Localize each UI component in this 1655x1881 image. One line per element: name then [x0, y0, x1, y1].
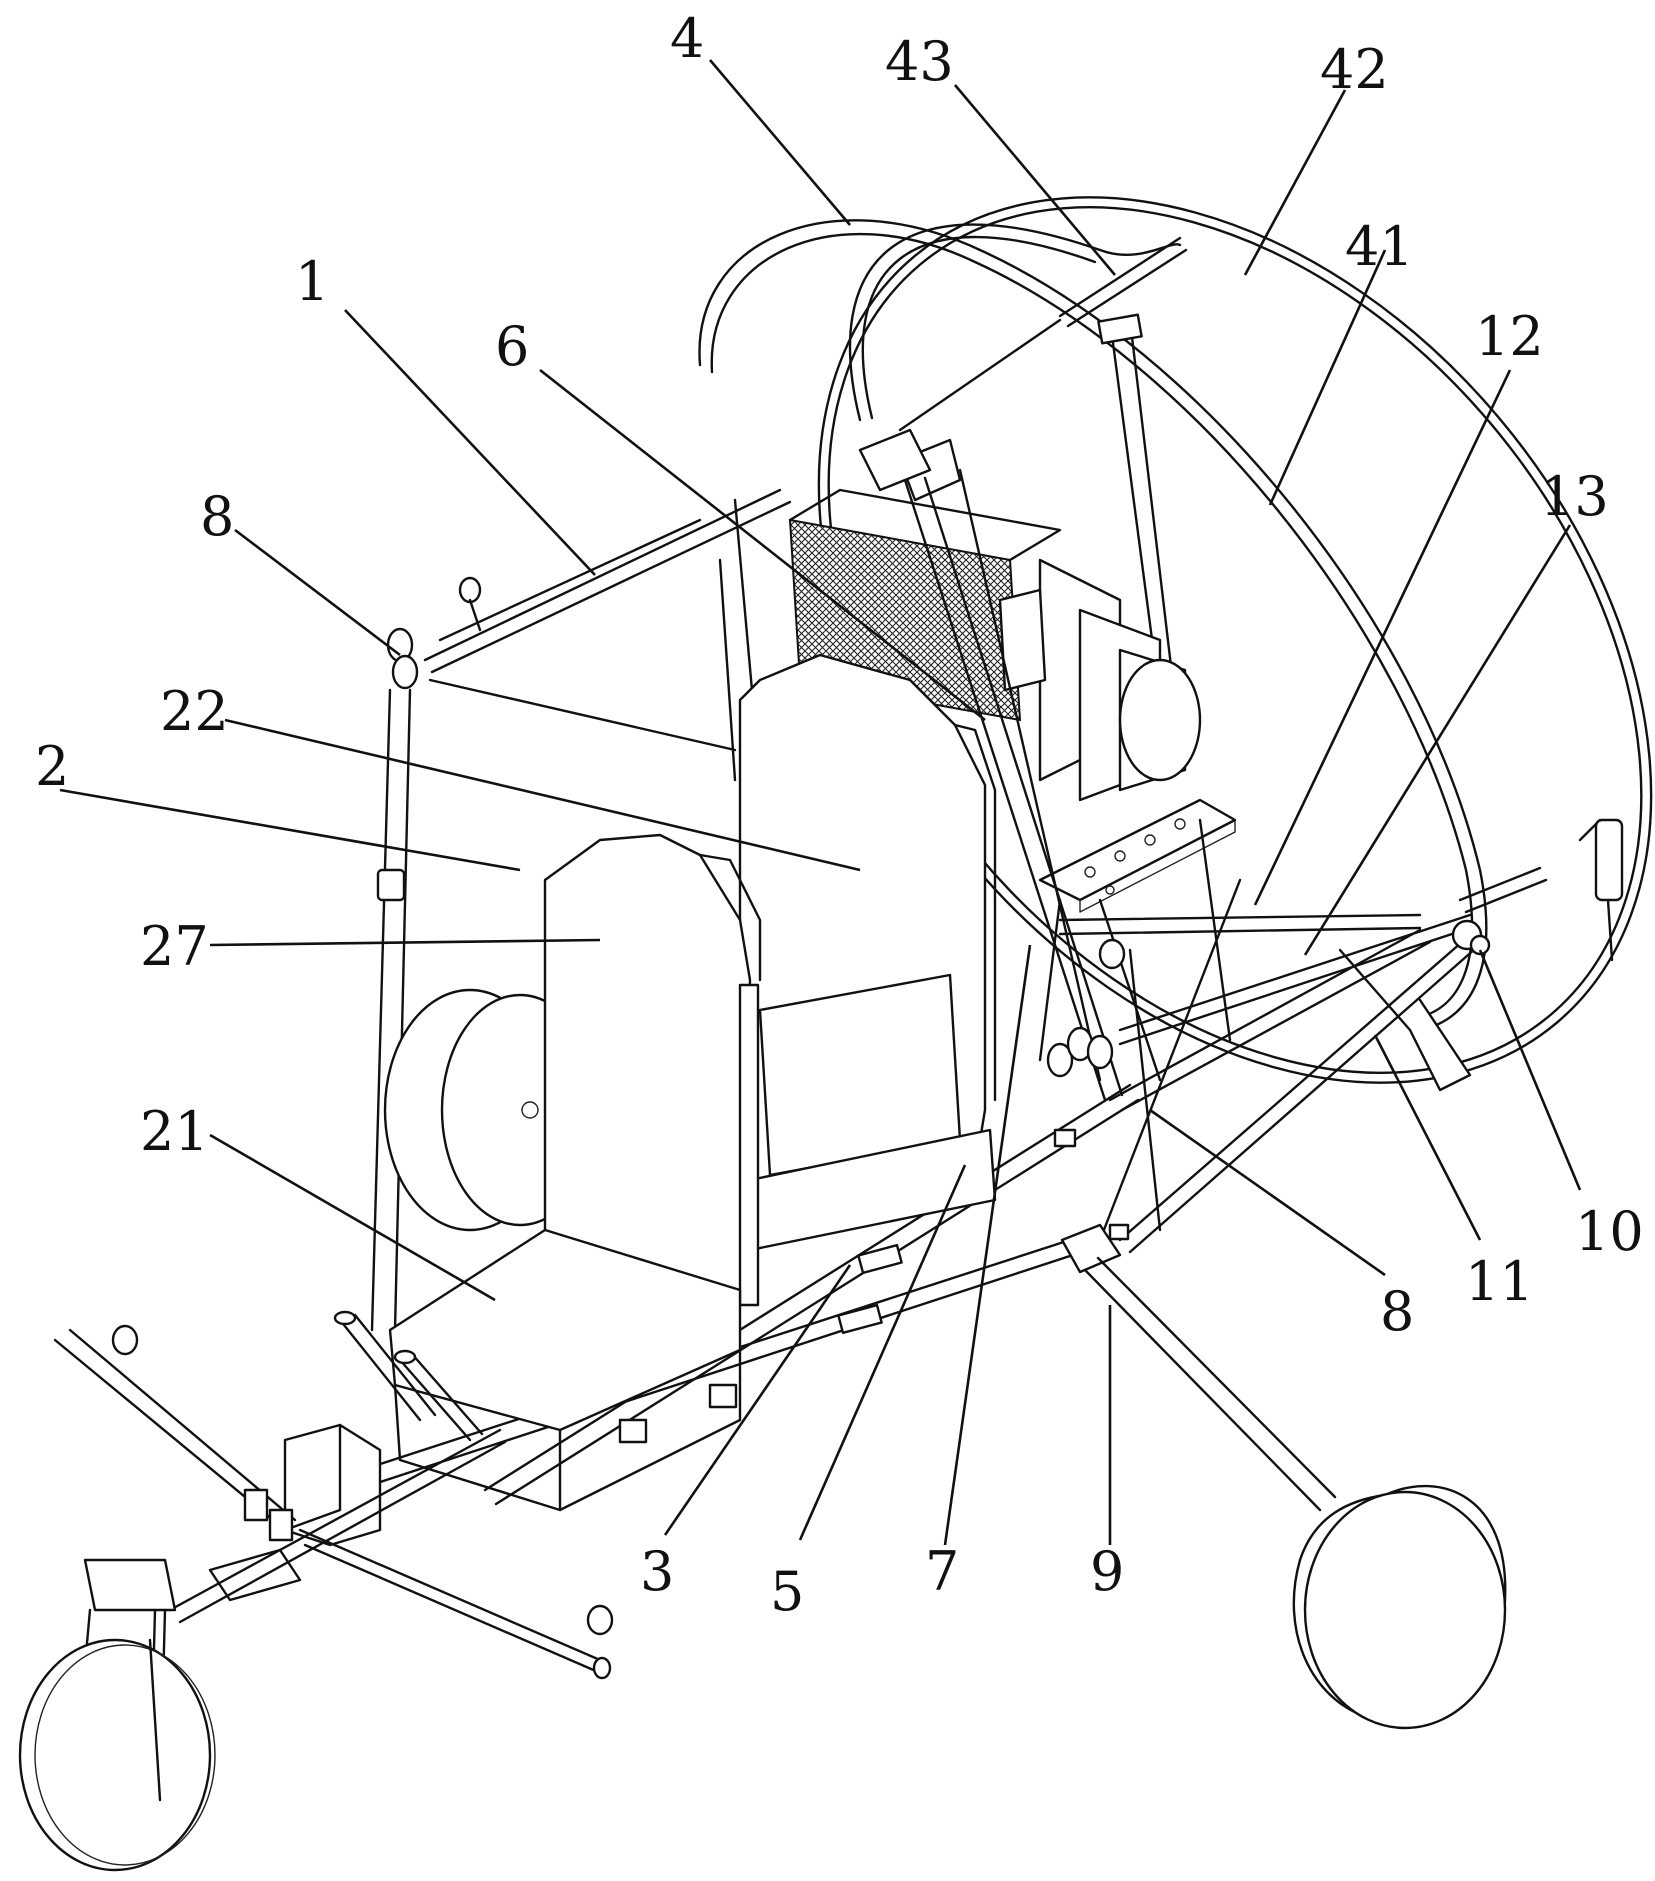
label-3: 3 — [640, 1540, 674, 1603]
label-1: 1 — [295, 250, 329, 313]
label-12: 12 — [1475, 305, 1544, 368]
wheels — [20, 1486, 1505, 1870]
label-43: 43 — [885, 30, 954, 93]
label-2: 2 — [35, 735, 69, 798]
label-27: 27 — [140, 915, 209, 978]
label-8a: 8 — [200, 485, 234, 548]
label-10: 10 — [1575, 1200, 1644, 1263]
label-7: 7 — [925, 1540, 959, 1603]
label-42: 42 — [1320, 38, 1389, 101]
label-13: 13 — [1540, 465, 1609, 528]
label-21: 21 — [140, 1100, 209, 1163]
front-wheel — [20, 1640, 210, 1870]
label-8b: 8 — [1380, 1280, 1414, 1343]
label-5: 5 — [770, 1560, 804, 1623]
label-11: 11 — [1465, 1250, 1534, 1313]
label-6: 6 — [495, 315, 529, 378]
label-22: 22 — [160, 680, 229, 743]
label-4: 4 — [670, 7, 704, 70]
label-41: 41 — [1345, 215, 1414, 278]
label-9: 9 — [1090, 1540, 1124, 1603]
rear-right-wheel — [1294, 1486, 1505, 1728]
